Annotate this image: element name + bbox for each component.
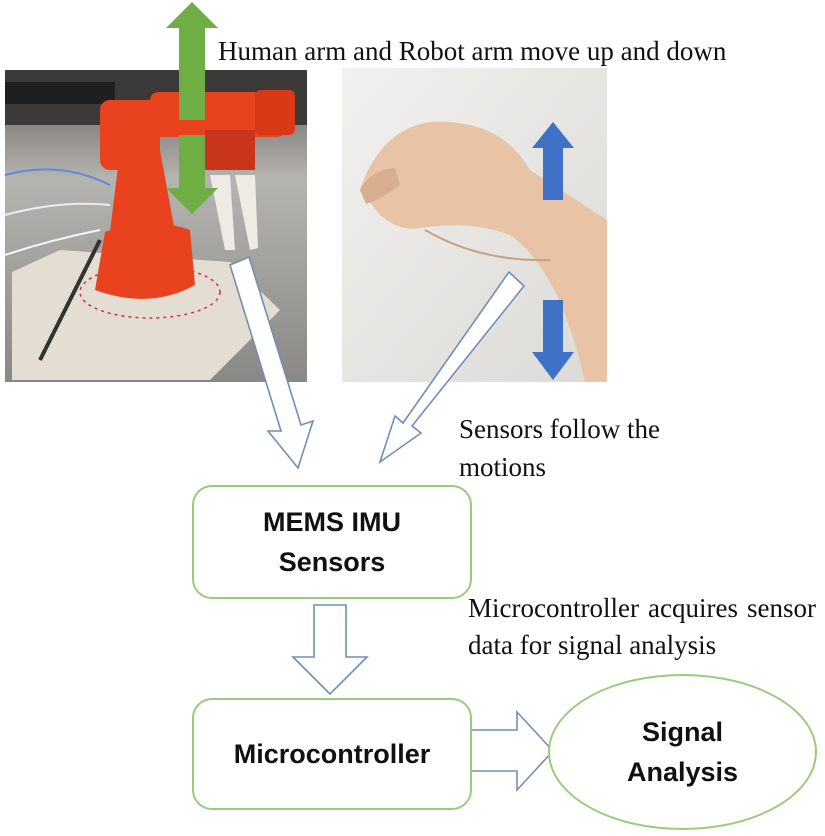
arrow-mcu-to-signal bbox=[469, 709, 555, 793]
mems-imu-box: MEMS IMU Sensors bbox=[192, 485, 472, 599]
robot-arm-photo bbox=[4, 2, 307, 382]
arrow-human-to-imu bbox=[378, 270, 526, 465]
mems-imu-label: MEMS IMU Sensors bbox=[263, 507, 401, 577]
signal-analysis-ellipse: Signal Analysis bbox=[548, 674, 817, 830]
microcontroller-caption: Microcontroller acquires sensor data for… bbox=[468, 593, 816, 660]
microcontroller-label: Microcontroller bbox=[233, 738, 431, 769]
signal-analysis-label: Signal Analysis bbox=[626, 717, 739, 787]
arrow-imu-to-mcu bbox=[291, 604, 369, 696]
arrow-robot-to-imu bbox=[229, 255, 315, 470]
diagram-title: Human arm and Robot arm move up and down bbox=[218, 36, 727, 66]
microcontroller-box: Microcontroller bbox=[192, 698, 472, 810]
sensors-follow-label: Sensors follow the motions bbox=[459, 414, 660, 482]
